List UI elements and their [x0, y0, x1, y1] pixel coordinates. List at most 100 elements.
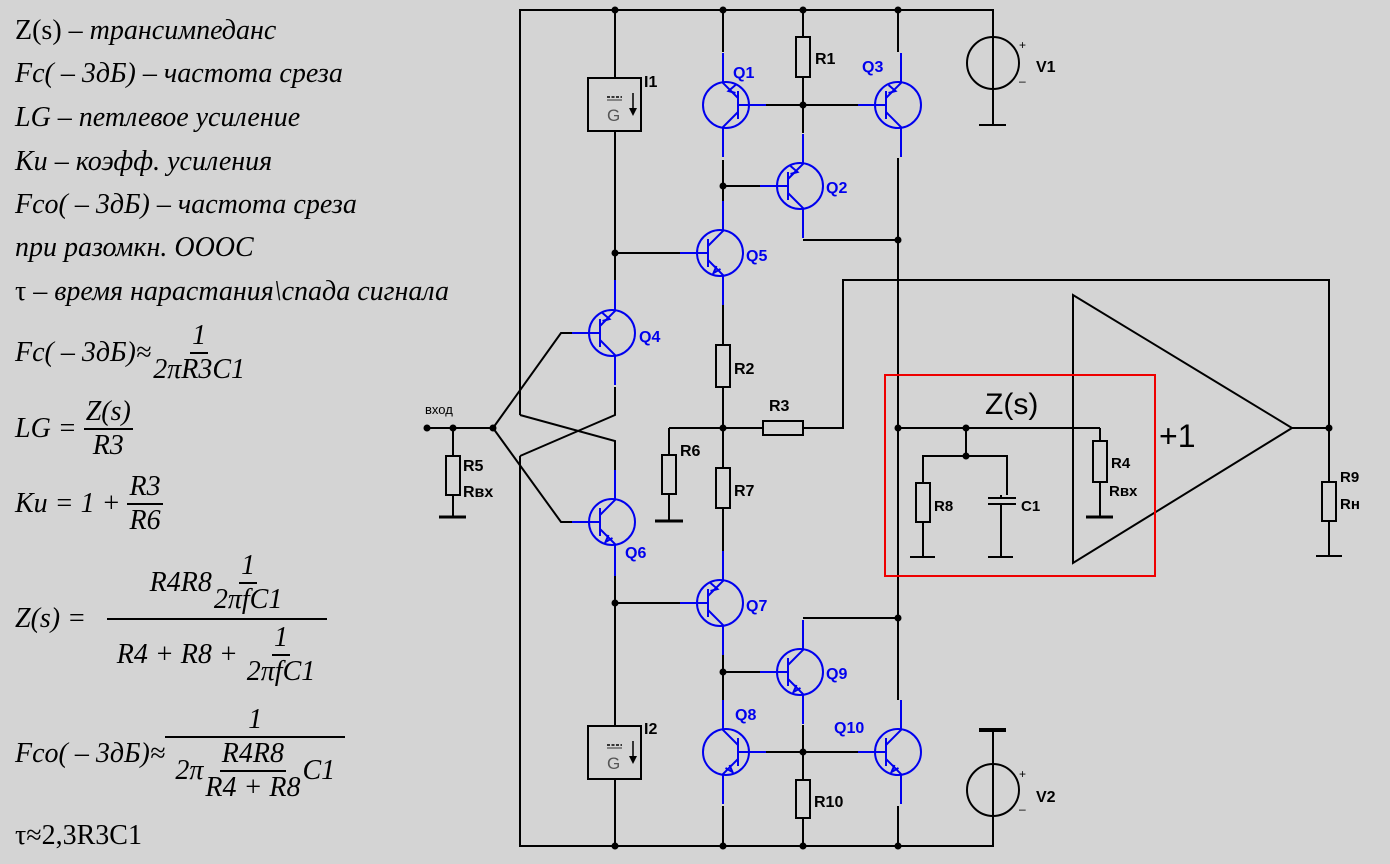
resistor-r6[interactable]: R6 [661, 443, 701, 495]
resistor-r8[interactable]: R8 [915, 482, 953, 523]
zs-highlight-box [884, 374, 1156, 577]
legend-fco: Fco( – 3дБ) – частота среза [15, 191, 357, 219]
transistor-label: Q6 [625, 545, 646, 562]
r3-label: R3 [769, 398, 790, 415]
current-source-i1[interactable]: G I1 [587, 10, 657, 280]
v1-minus: – [1019, 74, 1026, 88]
r1-label: R1 [815, 51, 836, 68]
numerator: 1 [272, 624, 290, 656]
junction-dot [611, 6, 619, 14]
junction-dot [894, 6, 902, 14]
transistor-label: Q9 [826, 666, 847, 683]
formula-lhs: Z(s) = [15, 603, 94, 634]
junction-dot [1325, 424, 1333, 432]
transistor-label: Q10 [834, 720, 864, 737]
legend-desc: при разомкн. ОООС [15, 232, 254, 263]
transistor-q10[interactable]: Q10 [834, 700, 922, 804]
legend-sym: Z(s) [15, 15, 62, 46]
junction-dot [611, 842, 619, 850]
transistor-label: Q4 [639, 329, 660, 346]
legend-fc: Fc( – 3дБ) – частота среза [15, 60, 343, 88]
wires-r1 [763, 10, 898, 846]
transistor-label: Q3 [862, 59, 883, 76]
junction-dot [719, 668, 727, 676]
input-label: вход [425, 402, 453, 417]
transistor-label: Q2 [826, 180, 847, 197]
i1-symbol: G [607, 106, 620, 125]
transistor-q7[interactable]: Q7 [680, 551, 767, 655]
legend-desc: – частота среза [135, 58, 343, 89]
legend-lg: LG – петлевое усиление [15, 104, 300, 132]
feedback-network [655, 279, 1342, 557]
r5-value: Rвх [463, 484, 493, 501]
resistor-r3[interactable]: R3 [762, 398, 804, 436]
transistor-q6[interactable]: Q6 [572, 470, 646, 574]
junction-dot [423, 424, 431, 432]
junction-dot [719, 424, 727, 432]
r9-value: Rн [1340, 496, 1360, 513]
r5-label: R5 [463, 458, 484, 475]
numerator: R4R8 [219, 740, 286, 772]
numerator: R3 [127, 473, 163, 505]
r4-label: R4 [1111, 455, 1131, 472]
transistor-q1[interactable]: Q1 [702, 53, 766, 157]
transistor-q9[interactable]: Q9 [760, 620, 847, 724]
transistor-q8[interactable]: Q8 [702, 700, 766, 804]
v1-plus: + [1019, 38, 1026, 52]
legend-desc: – трансимпеданс [61, 15, 277, 46]
denominator: 2πR3C1 [153, 354, 246, 385]
transistor-q3[interactable]: Q3 [858, 53, 922, 157]
junction-dot [799, 842, 807, 850]
numerator: Z(s) [83, 398, 133, 430]
resistor-r10[interactable]: R10 [795, 779, 843, 819]
zs-network: Z(s) [898, 388, 1329, 558]
formula-lhs: LG = [15, 413, 84, 444]
transistor-q2[interactable]: Q2 [760, 134, 847, 238]
transistor-label: Q7 [746, 598, 767, 615]
transistor-q4[interactable]: Q4 [572, 281, 660, 385]
v2-label: V2 [1036, 789, 1056, 806]
current-source-i2[interactable]: G I2 [587, 576, 657, 846]
i1-label: I1 [644, 74, 657, 91]
junction-dot [449, 424, 457, 432]
transistor-q5[interactable]: Q5 [680, 201, 767, 305]
denominator-term: 2π [175, 755, 204, 786]
junction-dot [799, 748, 807, 756]
resistor-r1[interactable]: R1 [795, 36, 836, 78]
buffer-amplifier[interactable] [1072, 293, 1294, 565]
voltage-source-v1[interactable]: + – V1 [966, 36, 1056, 126]
junction-dot [611, 249, 619, 257]
formula-lhs: Fc( – 3дБ)≈ [15, 337, 152, 368]
junction-dot [719, 6, 727, 14]
transistor-label: Q8 [735, 707, 756, 724]
transistor-label: Q1 [733, 65, 754, 82]
junction-dot [894, 842, 902, 850]
legend-desc: – петлевое усиление [50, 102, 301, 133]
denominator: R3 [92, 430, 124, 461]
r2-label: R2 [734, 361, 755, 378]
voltage-source-v2[interactable]: + – V2 [966, 728, 1056, 846]
junction-dot [799, 6, 807, 14]
resistor-r7[interactable]: R7 [715, 467, 755, 509]
legend-fco-cont: при разомкн. ОООС [15, 234, 254, 262]
numerator: 1 [190, 322, 209, 354]
legend-desc: – частота среза [149, 189, 357, 220]
junction-dot [719, 842, 727, 850]
v2-plus: + [1019, 767, 1026, 781]
junction-dot [962, 452, 970, 460]
resistor-r2[interactable]: R2 [715, 344, 755, 388]
buffer-gain: +1 [1159, 418, 1195, 454]
legend-tau: τ – время нарастания\спада сигнала [15, 278, 449, 306]
